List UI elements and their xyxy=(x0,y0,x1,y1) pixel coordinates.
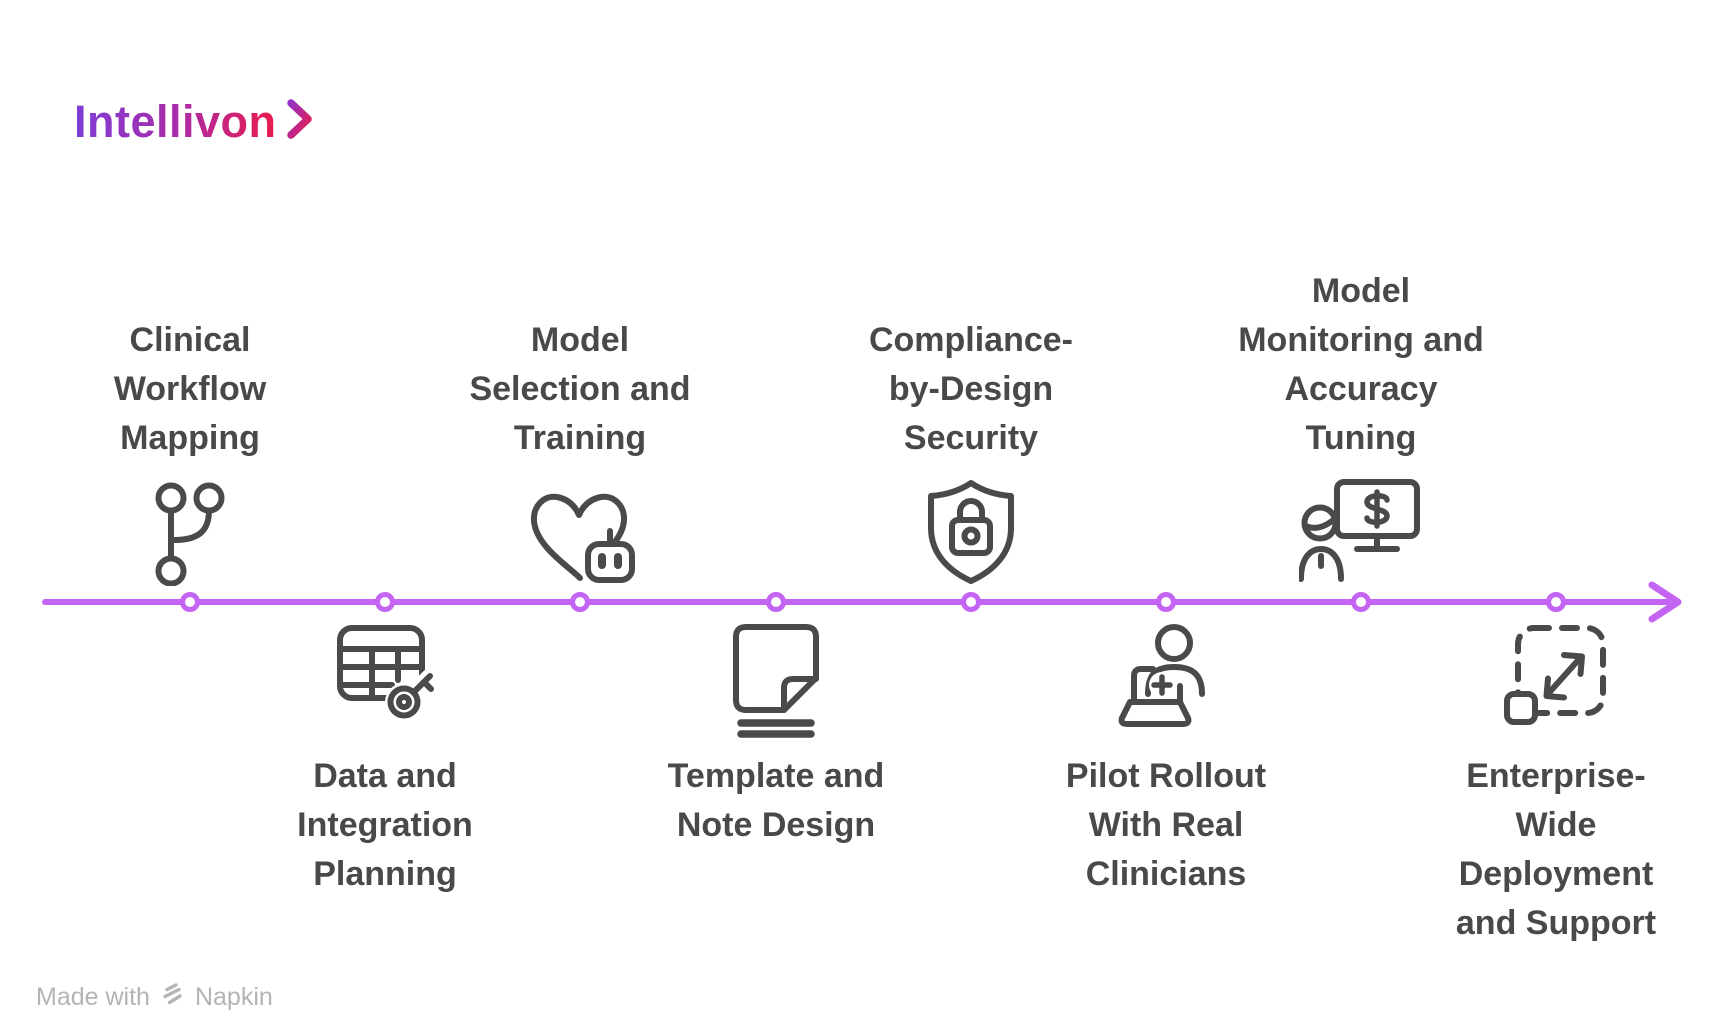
milestone-title-line: Clinical xyxy=(129,321,251,359)
timeline-node xyxy=(1351,592,1371,612)
timeline-node xyxy=(766,592,786,612)
milestone-title-line: Security xyxy=(903,419,1039,457)
milestone-title-line: Integration xyxy=(297,806,473,844)
arrow-head-icon xyxy=(1648,581,1682,623)
expand-dashed-icon xyxy=(1481,622,1631,744)
monitor-dollar-person-icon xyxy=(1286,479,1436,586)
note-page-icon xyxy=(701,622,851,744)
milestone-title-line: Note Design xyxy=(676,806,876,844)
table-key-icon xyxy=(310,622,460,744)
milestone-title-line: Wide xyxy=(1515,806,1597,844)
made-with-napkin: Made with Napkin xyxy=(36,980,273,1014)
milestone-title-line: Enterprise- xyxy=(1466,757,1646,795)
milestone-title-line: Model xyxy=(530,321,630,359)
napkin-brand-label: Napkin xyxy=(194,982,273,1011)
milestone-title-line: Selection and xyxy=(469,370,691,408)
milestone-title-line: Planning xyxy=(313,855,457,893)
milestone-title-line: Deployment xyxy=(1458,855,1654,893)
timeline-node xyxy=(180,592,200,612)
made-with-label: Made with xyxy=(36,982,150,1011)
milestone-title-line: Template and xyxy=(667,757,885,795)
napkin-logo-icon xyxy=(159,980,186,1014)
brand-name: Intellivon xyxy=(74,96,277,147)
heart-bot-icon xyxy=(505,480,655,586)
milestone-title-line: Accuracy xyxy=(1284,370,1438,408)
milestone-title-line: Data and xyxy=(313,757,457,795)
milestone-title-line: Model xyxy=(1311,272,1411,310)
chevron-right-icon xyxy=(286,98,314,145)
timeline-node xyxy=(375,592,395,612)
milestone-title-line: Tuning xyxy=(1305,419,1417,457)
milestone-title-line: by-Design xyxy=(888,370,1054,408)
timeline-node xyxy=(1156,592,1176,612)
milestone-title-line: Mapping xyxy=(120,419,260,457)
shield-lock-icon xyxy=(896,480,1046,586)
timeline-node xyxy=(961,592,981,612)
brand-logo: Intellivon xyxy=(74,98,314,145)
git-branch-icon xyxy=(115,480,265,586)
milestone-title-line: With Real xyxy=(1088,806,1244,844)
milestone-title-line: and Support xyxy=(1455,904,1657,942)
milestone-title-line: Compliance- xyxy=(868,321,1074,359)
milestone-title-line: Training xyxy=(513,419,647,457)
milestone-title-line: Monitoring and xyxy=(1238,321,1484,359)
milestone-title-line: Workflow xyxy=(113,370,267,408)
timeline-node xyxy=(570,592,590,612)
timeline-node xyxy=(1546,592,1566,612)
milestone-title-line: Pilot Rollout xyxy=(1065,757,1267,795)
milestone-title-line: Clinicians xyxy=(1085,855,1247,893)
person-laptop-icon xyxy=(1091,622,1241,744)
